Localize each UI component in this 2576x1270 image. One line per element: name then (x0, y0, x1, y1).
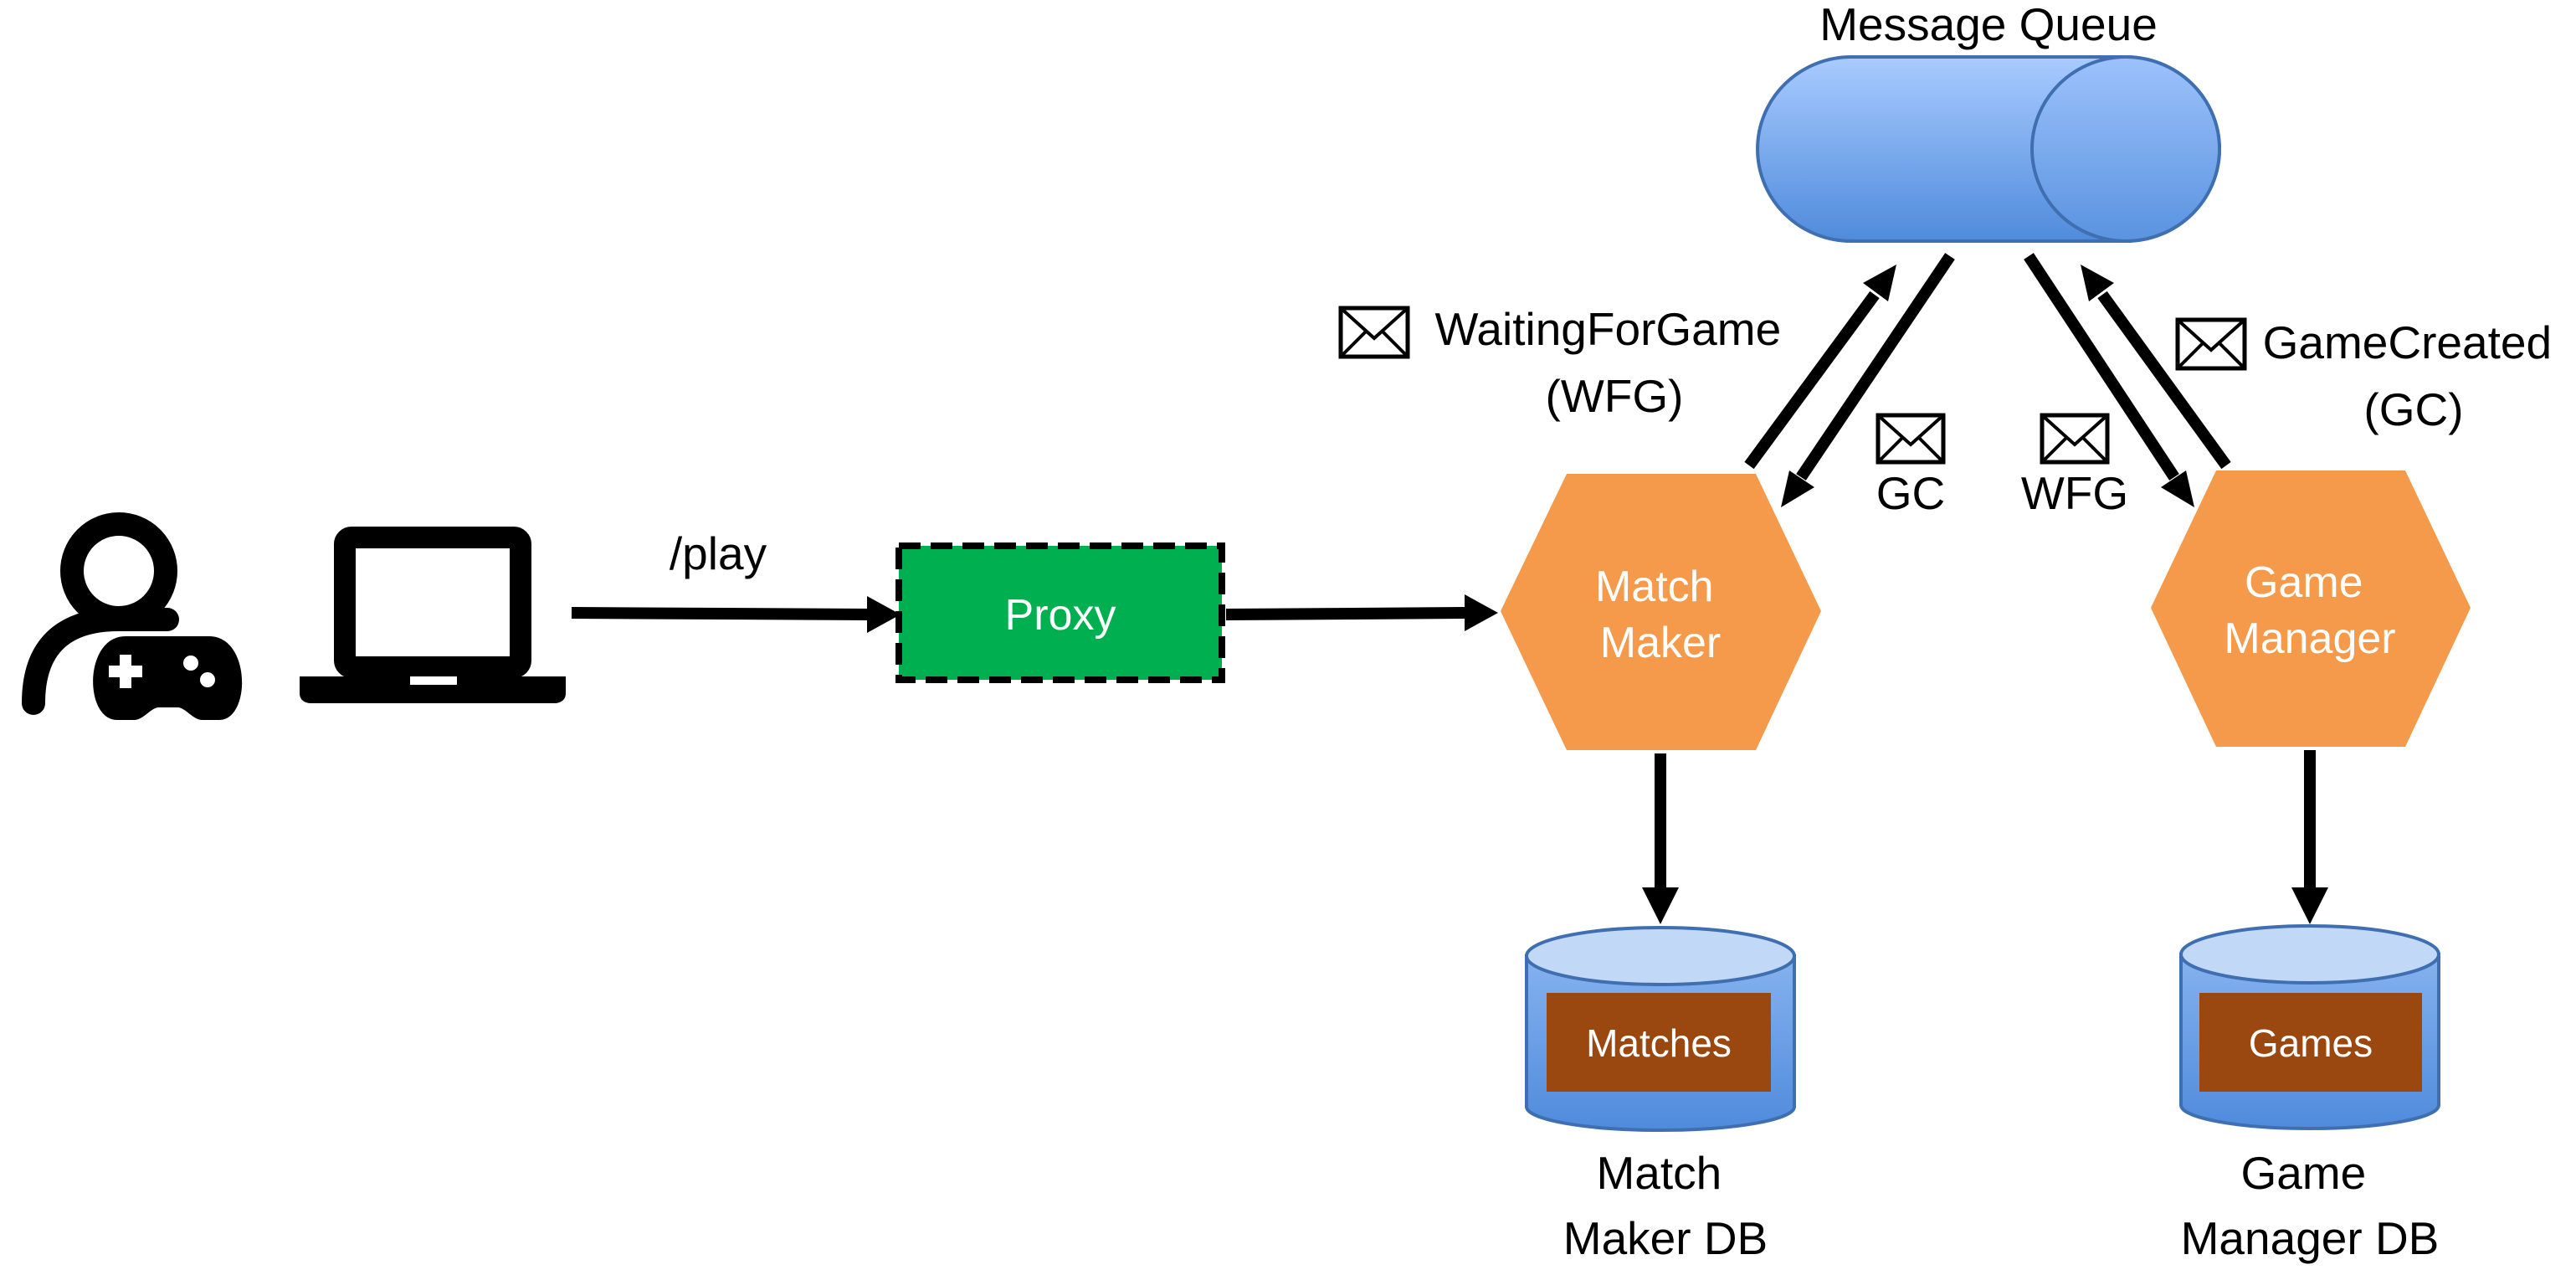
message-queue (1756, 55, 2221, 243)
message-queue-label: Message Queue (1819, 0, 2158, 50)
wfg-small-label: WFG (2021, 467, 2128, 519)
match-maker-label: Match Maker (1595, 563, 1726, 667)
match-maker-db (1525, 926, 1796, 1132)
gc-publish-arrow (2081, 265, 2231, 470)
wfg-publish-arrow (1744, 265, 1896, 470)
play-request-arrow (571, 596, 901, 633)
matches-table (1547, 993, 1771, 1092)
games-table (2199, 993, 2422, 1092)
wfg-consume-arrow (2024, 253, 2194, 507)
match-maker-db-label: Match Maker DB (1563, 1147, 1768, 1264)
proxy-label: Proxy (1005, 591, 1116, 640)
game-manager-db (2179, 924, 2440, 1130)
waiting-for-game-message-label: WaitingForGame (WFG) (1435, 303, 1794, 422)
envelope-icon (2175, 317, 2247, 371)
player-gamepad-icon (22, 512, 243, 720)
envelope-icon (1876, 413, 1946, 465)
proxy-to-matchmaker-arrow (1225, 594, 1498, 631)
gc-consume-arrow (1781, 253, 1955, 507)
matches-table-label: Matches (1586, 1021, 1732, 1065)
envelope-icon (1338, 306, 1410, 359)
envelope-icon (2040, 413, 2110, 465)
game-manager-db-label: Game Manager DB (2181, 1147, 2440, 1264)
proxy-box (895, 542, 1225, 683)
matchmaker-to-db-arrow (1642, 753, 1679, 924)
gamemanager-to-db-arrow (2291, 750, 2328, 924)
match-maker-service (1501, 474, 1821, 750)
laptop-icon (300, 527, 566, 703)
games-table-label: Games (2249, 1021, 2373, 1065)
game-manager-service (2151, 470, 2471, 747)
play-request-label: /play (670, 527, 767, 579)
gc-small-label: GC (1876, 467, 1946, 519)
game-manager-label: Game Manager (2224, 558, 2395, 663)
game-created-message-label: GameCreated (GC) (2263, 316, 2565, 435)
